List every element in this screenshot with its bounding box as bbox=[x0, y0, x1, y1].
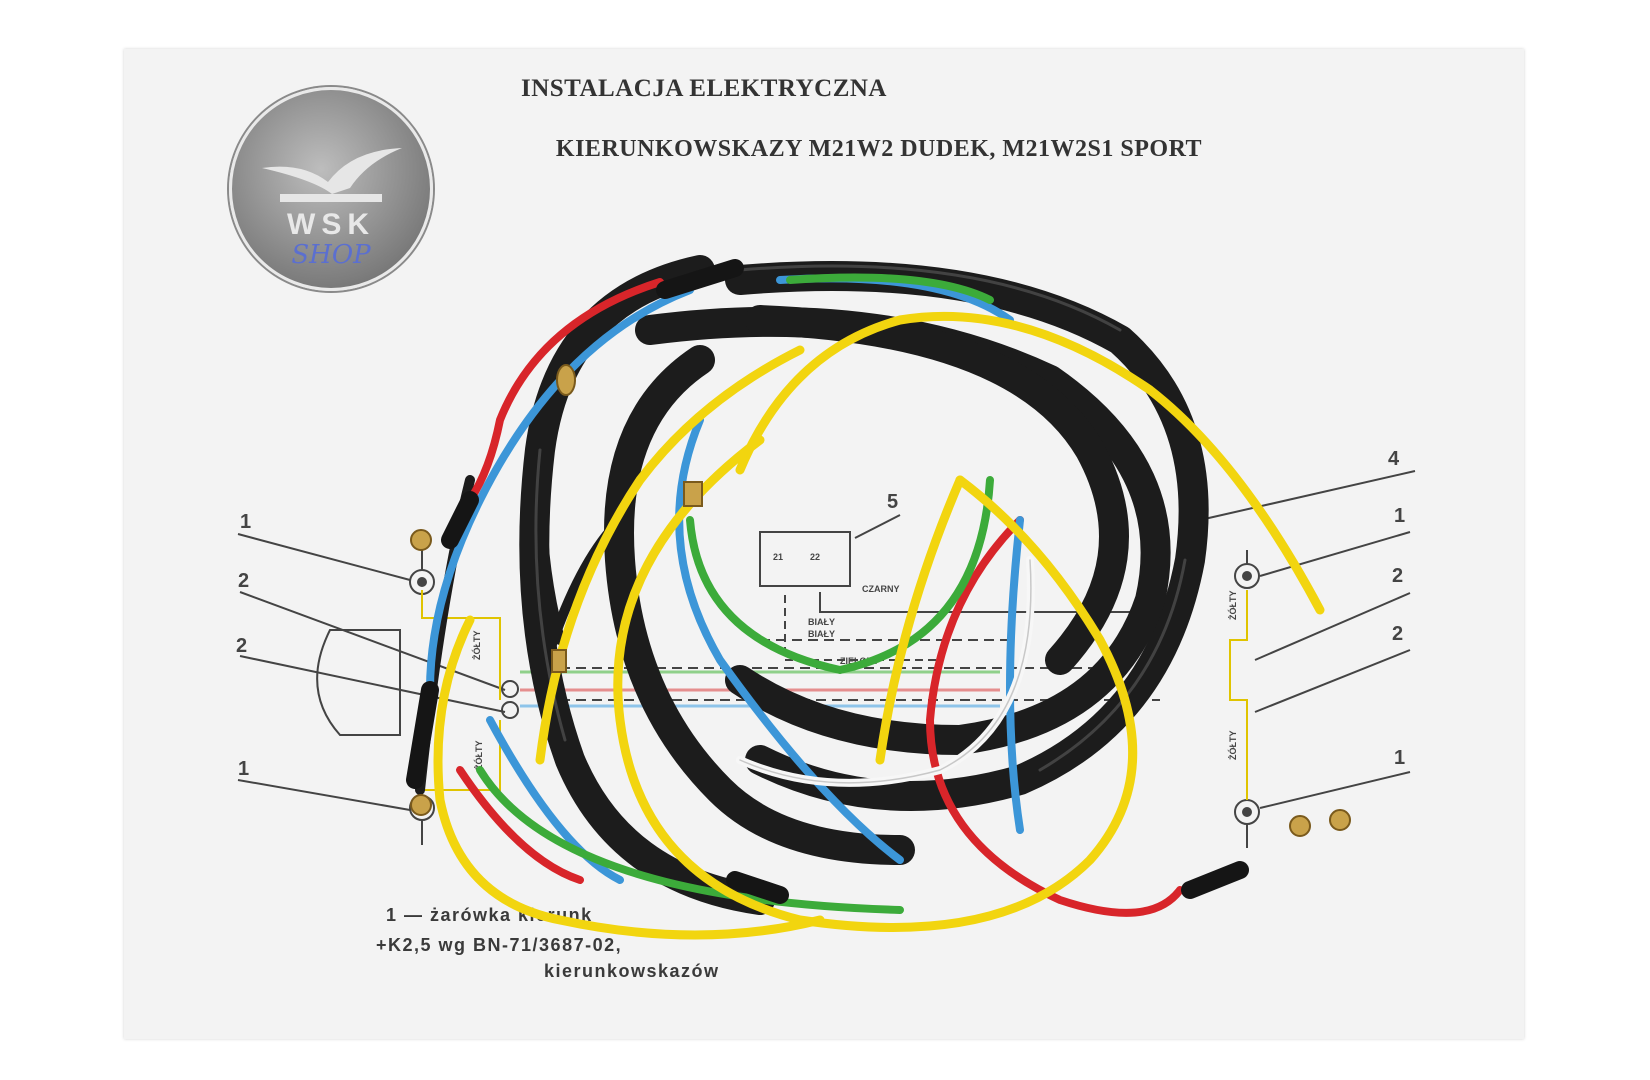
callout-1a: 1 bbox=[240, 511, 251, 533]
logo-shop-text: SHOP bbox=[291, 240, 371, 270]
callout-2a: 2 bbox=[238, 570, 249, 592]
logo-wsk-text: WSK bbox=[287, 208, 375, 241]
callout-1d: 1 bbox=[1394, 747, 1405, 769]
ring-terminal-icon bbox=[556, 364, 576, 396]
wire-label-zolty-right-top: ŻÓŁTY bbox=[1227, 591, 1238, 621]
bird-emblem-icon bbox=[262, 148, 402, 202]
callout-5: 5 bbox=[887, 491, 898, 513]
callout-2d: 2 bbox=[1392, 623, 1403, 645]
terminal-22-label: 22 bbox=[810, 552, 820, 562]
spade-terminal-icon bbox=[683, 481, 703, 507]
callout-4: 4 bbox=[1388, 448, 1400, 470]
callout-1b: 1 bbox=[238, 758, 249, 780]
left-lamp-housing bbox=[316, 629, 401, 736]
document-subtitle: KIERUNKOWSKAZY M21W2 DUDEK, M21W2S1 SPOR… bbox=[555, 136, 1203, 162]
wsk-shop-logo: WSK SHOP bbox=[229, 87, 433, 291]
wire-label-czarny: CZARNY bbox=[862, 584, 900, 594]
instruction-sheet: INSTALACJA ELEKTRYCZNA KIERUNKOWSKAZY M2… bbox=[124, 49, 1524, 1039]
document-title: INSTALACJA ELEKTRYCZNA bbox=[521, 75, 887, 102]
wire-label-zolty-left-top: ŻÓŁTY bbox=[471, 631, 482, 661]
callout-2c: 2 bbox=[1392, 565, 1403, 587]
callout-2b: 2 bbox=[236, 635, 247, 657]
wire-label-bialy-1: BIAŁY bbox=[808, 617, 835, 627]
callout-1c: 1 bbox=[1394, 505, 1405, 527]
wire-label-bialy-2: BIAŁY bbox=[808, 629, 835, 639]
caption-line-1: 1 — żarówka kierunk bbox=[386, 905, 593, 925]
terminal-21-label: 21 bbox=[773, 552, 783, 562]
wire-label-zolty-left-bottom: ŻÓŁTY bbox=[473, 741, 484, 771]
caption-line-3: kierunkowskazów bbox=[544, 961, 720, 981]
caption-line-2: +K2,5 wg BN-71/3687-02, bbox=[376, 935, 623, 955]
wire-label-zolty-right-bottom: ŻÓŁTY bbox=[1227, 731, 1238, 761]
